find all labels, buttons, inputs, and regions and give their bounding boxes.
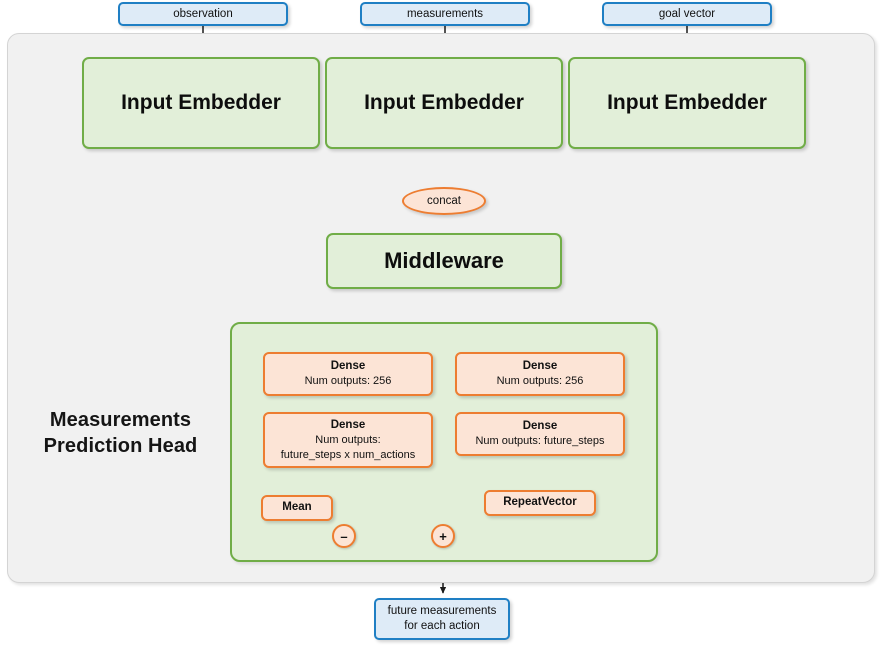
dense-layer-right-1-title: Dense: [522, 360, 558, 373]
input-embedder-measurements-label: Input Embedder: [364, 91, 524, 114]
input-embedder-goal-vector-label: Input Embedder: [607, 91, 767, 114]
middleware-node[interactable]: Middleware: [326, 233, 562, 289]
input-embedder-observation-label: Input Embedder: [121, 91, 281, 114]
input-embedder-goal-vector[interactable]: Input Embedder: [568, 57, 806, 149]
dense-layer-left-2-outputs-value: future_steps x num_actions: [280, 448, 416, 461]
subtract-operation-node[interactable]: –: [332, 524, 356, 548]
mean-layer-label: Mean: [282, 501, 312, 514]
input-embedder-observation[interactable]: Input Embedder: [82, 57, 320, 149]
dense-layer-right-1[interactable]: Dense Num outputs: 256: [455, 352, 625, 396]
dense-layer-left-2-title: Dense: [330, 418, 366, 431]
dense-layer-right-2-title: Dense: [522, 420, 558, 433]
dense-layer-left-1-title: Dense: [330, 360, 366, 373]
input-node-observation-label: observation: [173, 7, 233, 20]
concat-node-label: concat: [427, 195, 461, 207]
input-node-observation[interactable]: observation: [118, 2, 288, 26]
dense-layer-right-2[interactable]: Dense Num outputs: future_steps: [455, 412, 625, 456]
input-node-goal-vector[interactable]: goal vector: [602, 2, 772, 26]
dense-layer-left-2[interactable]: Dense Num outputs: future_steps x num_ac…: [263, 412, 433, 468]
head-label-line-2: Prediction Head: [43, 434, 198, 457]
subtract-operation-symbol: –: [340, 528, 348, 544]
repeat-vector-layer[interactable]: RepeatVector: [484, 490, 596, 516]
input-node-measurements[interactable]: measurements: [360, 2, 530, 26]
input-node-goal-vector-label: goal vector: [658, 7, 716, 20]
middleware-node-label: Middleware: [384, 248, 504, 273]
concat-node[interactable]: concat: [402, 187, 486, 215]
add-operation-node[interactable]: +: [431, 524, 455, 548]
measurements-prediction-head-label: Measurements Prediction Head: [18, 408, 223, 459]
dense-layer-left-2-outputs-label: Num outputs:: [315, 434, 381, 447]
repeat-vector-layer-label: RepeatVector: [503, 496, 577, 509]
output-node-line-2: for each action: [404, 620, 480, 632]
dense-layer-right-2-outputs: Num outputs: future_steps: [475, 435, 605, 448]
output-node-future-measurements[interactable]: future measurements for each action: [374, 598, 510, 640]
output-node-line-1: future measurements: [387, 605, 497, 618]
head-label-line-1: Measurements: [49, 409, 192, 431]
mean-layer[interactable]: Mean: [261, 495, 333, 521]
add-operation-symbol: +: [439, 528, 447, 544]
input-node-measurements-label: measurements: [406, 7, 484, 20]
input-embedder-measurements[interactable]: Input Embedder: [325, 57, 563, 149]
dense-layer-left-1[interactable]: Dense Num outputs: 256: [263, 352, 433, 396]
dense-layer-left-1-outputs: Num outputs: 256: [304, 375, 392, 388]
dense-layer-right-1-outputs: Num outputs: 256: [496, 375, 584, 388]
